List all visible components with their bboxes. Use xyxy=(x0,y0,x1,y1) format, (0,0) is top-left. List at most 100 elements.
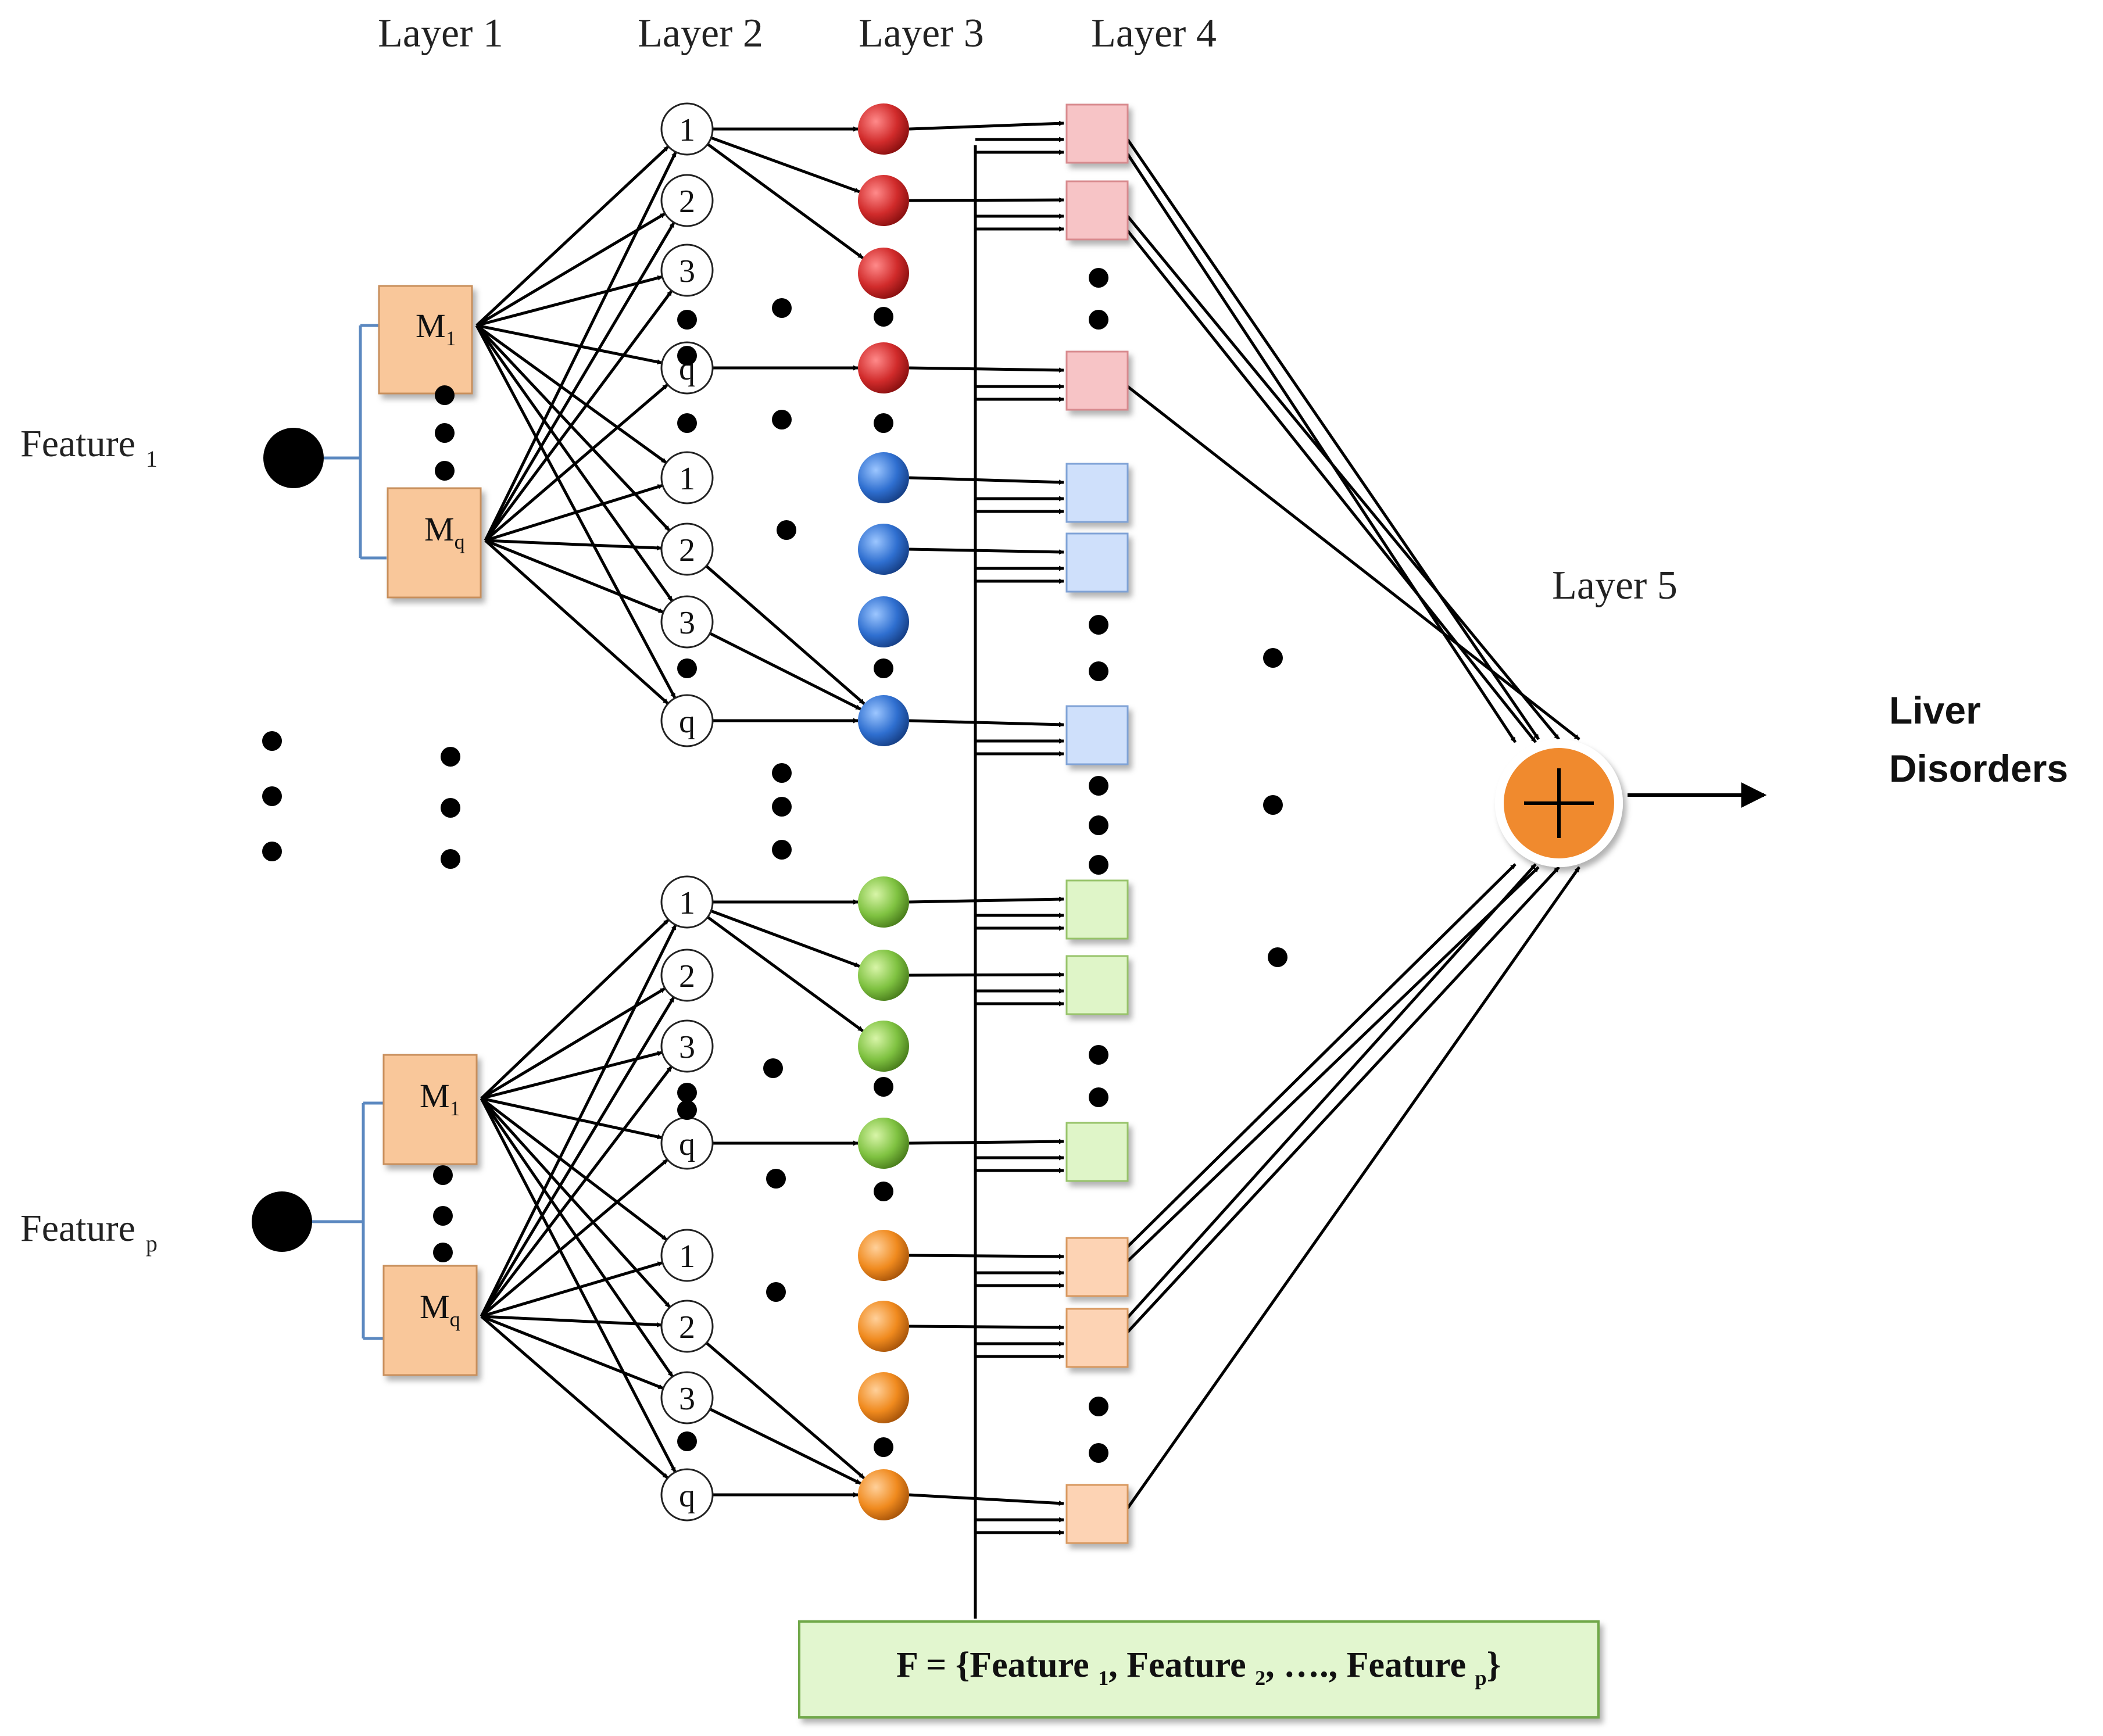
ellipsis-dot xyxy=(677,1431,697,1451)
rule-to-norm-arrow xyxy=(706,143,864,259)
membership-to-rule-arrow xyxy=(480,924,677,1318)
feature-1-input-node xyxy=(263,428,324,488)
membership-to-rule-arrow xyxy=(484,289,673,542)
membership-to-rule-arrow xyxy=(484,383,669,542)
rule-to-norm-arrow xyxy=(709,1408,861,1485)
ellipsis-dot xyxy=(262,842,282,861)
ellipsis-dot xyxy=(1089,1397,1108,1416)
ellipsis-dot xyxy=(1089,855,1108,875)
m-letter: M xyxy=(420,1288,450,1326)
rule-node-label: 2 xyxy=(679,532,695,568)
rule-node-label: q xyxy=(679,1126,695,1162)
feature-p-input-node xyxy=(252,1191,312,1252)
layer3-label: Layer 3 xyxy=(859,11,984,56)
layer1-label: Layer 1 xyxy=(378,11,503,56)
norm-to-consequent-arrow xyxy=(909,1139,1064,1145)
ellipsis-dot xyxy=(874,658,893,678)
ellipsis-dot xyxy=(766,1169,786,1189)
rule-node-label: 3 xyxy=(679,1381,695,1417)
membership-to-rule-arrow xyxy=(484,221,675,542)
rule-to-norm-arrow xyxy=(710,910,860,968)
ellipsis-dot xyxy=(1089,1443,1108,1463)
membership-to-rule-arrow xyxy=(480,1097,671,1309)
layer5-label: Layer 5 xyxy=(1552,563,1678,608)
ellipsis-dot xyxy=(763,1058,783,1078)
ellipsis-dot xyxy=(435,423,455,443)
consequent-node xyxy=(1065,180,1129,241)
ellipsis-dot xyxy=(677,346,697,366)
membership-box-fp-mq: Mq xyxy=(382,1265,478,1376)
membership-to-rule-arrow xyxy=(481,1097,663,1140)
plus-icon xyxy=(1524,768,1594,838)
ellipsis-dot xyxy=(1268,947,1287,967)
membership-to-rule-arrow xyxy=(476,275,663,327)
membership-to-rule-arrow xyxy=(480,1097,677,1473)
consequent-node xyxy=(1065,705,1129,765)
rule-node: q xyxy=(660,1116,714,1170)
rule-node-label: 1 xyxy=(679,885,695,921)
consequent-node xyxy=(1065,1484,1129,1544)
normalization-node xyxy=(858,950,909,1001)
consequent-node xyxy=(1065,463,1129,523)
membership-to-rule-arrow xyxy=(480,918,670,1100)
ellipsis-dot xyxy=(262,786,282,806)
ellipsis-dot xyxy=(677,310,697,330)
formula-suffix: } xyxy=(1487,1645,1501,1685)
svg-text:Mq: Mq xyxy=(424,510,465,553)
ellipsis-dot xyxy=(433,1206,453,1226)
consequent-to-sum-arrow xyxy=(1126,863,1517,1248)
normalization-node xyxy=(858,524,909,575)
feature-p-bracket xyxy=(312,1101,385,1340)
rule-node-label: 2 xyxy=(679,958,695,994)
membership-to-rule-arrow xyxy=(481,1051,663,1100)
ellipsis-dot xyxy=(1089,776,1108,796)
feature-vector-formula: F = {Feature 1, Feature 2, …., Feature p… xyxy=(896,1645,1501,1690)
ellipsis-dot xyxy=(677,1083,697,1103)
normalization-node xyxy=(858,103,909,155)
rule-node: 3 xyxy=(660,244,714,297)
membership-to-rule-arrow xyxy=(480,1097,668,1241)
rule-node: q xyxy=(660,1468,714,1522)
svg-text:Mq: Mq xyxy=(420,1288,460,1331)
formula-mid2: , …., Feature xyxy=(1265,1645,1475,1685)
formula-sub1: 1 xyxy=(1098,1666,1108,1690)
rule-to-norm-arrow xyxy=(705,1341,865,1480)
normalization-node xyxy=(858,1301,909,1352)
layer2-label: Layer 2 xyxy=(638,11,763,56)
rule-node: 3 xyxy=(660,1371,714,1424)
membership-to-rule-arrow xyxy=(480,1065,673,1318)
formula-mid1: , Feature xyxy=(1108,1645,1255,1685)
rule-node: 2 xyxy=(660,174,714,227)
consequent-node xyxy=(1065,1308,1129,1368)
ellipsis-dot xyxy=(433,1243,453,1262)
ellipsis-dot xyxy=(874,307,893,327)
membership-to-rule-arrow xyxy=(480,1158,668,1318)
consequent-to-sum-arrow xyxy=(1126,153,1517,743)
normalization-node xyxy=(858,452,909,503)
norm-to-consequent-arrow xyxy=(909,197,1064,203)
ellipsis-dot xyxy=(1089,615,1108,635)
ellipsis-dot xyxy=(1089,268,1108,288)
membership-box-fp-m1: M1 xyxy=(382,1054,478,1165)
normalization-node xyxy=(858,1118,909,1169)
svg-text:M1: M1 xyxy=(416,307,456,350)
feature-p-text: Feature xyxy=(20,1207,135,1250)
rule-node: 1 xyxy=(660,1229,714,1282)
consequent-to-sum-arrow xyxy=(1126,866,1560,1333)
norm-to-consequent-arrow xyxy=(909,120,1064,131)
membership-to-rule-arrow xyxy=(484,539,669,705)
normalization-node xyxy=(858,1372,909,1423)
consequent-to-sum-arrow xyxy=(1126,230,1537,743)
ellipsis-dot xyxy=(441,849,460,869)
membership-to-rule-arrow xyxy=(480,996,675,1318)
layer2-to-layer3-connections xyxy=(705,126,865,1498)
rule-node: 1 xyxy=(660,875,714,929)
rule-to-norm-arrow xyxy=(705,565,865,705)
ellipsis-dot xyxy=(772,840,792,860)
rule-node-label: 2 xyxy=(679,1309,695,1345)
rule-node-label: q xyxy=(679,704,695,740)
consequent-node xyxy=(1065,532,1129,593)
